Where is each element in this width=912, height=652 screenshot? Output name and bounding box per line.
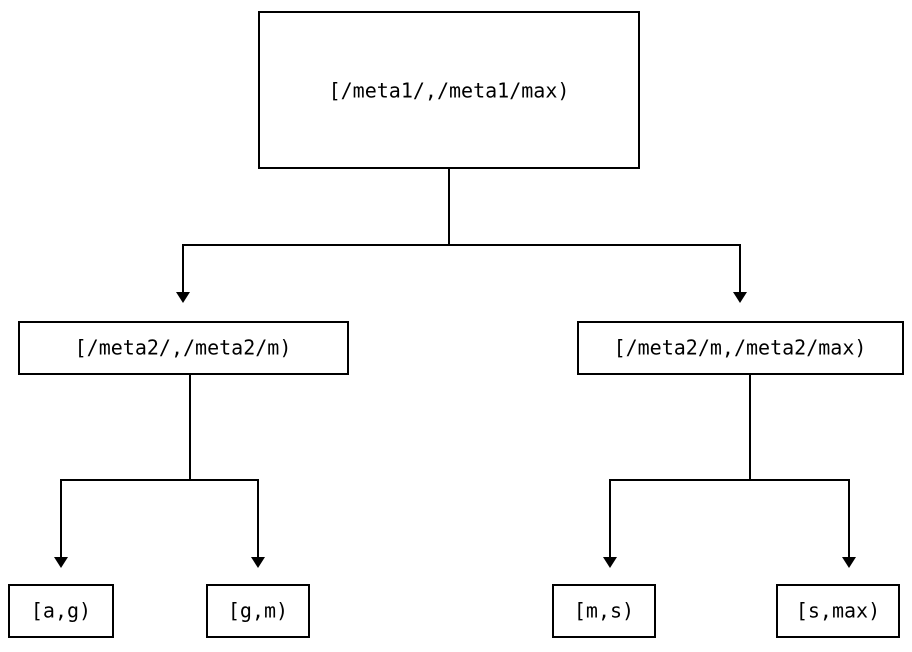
node-mid-right-label: [/meta2/m,/meta2/max)	[614, 336, 867, 360]
arrowhead-leaf-1-icon	[54, 557, 68, 568]
edge-root-to-mid-left	[176, 168, 450, 303]
edge-root-mid-left-path	[182, 168, 450, 292]
node-root-label: [/meta1/,/meta1/max)	[329, 79, 570, 103]
edge-mid-left-to-leaf-1	[54, 374, 191, 568]
edge-mid-right-to-leaf-4	[750, 479, 856, 568]
node-leaf-4[interactable]: [s,max)	[776, 584, 900, 638]
node-leaf-2-label: [g,m)	[228, 599, 288, 623]
node-leaf-3-label: [m,s)	[574, 599, 634, 623]
arrowhead-leaf-3-icon	[603, 557, 617, 568]
arrowhead-leaf-4-icon	[842, 557, 856, 568]
node-mid-left-box[interactable]	[18, 321, 349, 375]
edge-mid-left-to-leaf-2	[190, 479, 265, 568]
node-leaf-3-box[interactable]	[552, 584, 656, 638]
node-mid-left-label: [/meta2/,/meta2/m)	[75, 336, 292, 360]
edge-root-to-mid-right	[449, 244, 747, 303]
node-leaf-4-label: [s,max)	[796, 599, 880, 623]
arrowhead-mid-left-icon	[176, 292, 190, 303]
node-leaf-1[interactable]: [a,g)	[8, 584, 114, 638]
node-leaf-4-box[interactable]	[776, 584, 900, 638]
edge-mid-right-leaf-3-path	[609, 374, 751, 557]
node-leaf-3[interactable]: [m,s)	[552, 584, 656, 638]
edge-root-mid-right-path	[449, 244, 741, 292]
node-leaf-2-box[interactable]	[206, 584, 310, 638]
node-mid-left[interactable]: [/meta2/,/meta2/m)	[18, 321, 349, 375]
node-leaf-1-box[interactable]	[8, 584, 114, 638]
node-mid-right-box[interactable]	[577, 321, 904, 375]
edge-mid-left-leaf-2-path	[190, 479, 259, 557]
arrowhead-leaf-2-icon	[251, 557, 265, 568]
node-mid-right[interactable]: [/meta2/m,/meta2/max)	[577, 321, 904, 375]
node-root[interactable]: [/meta1/,/meta1/max)	[258, 11, 640, 169]
edge-mid-right-to-leaf-3	[603, 374, 751, 568]
node-leaf-2[interactable]: [g,m)	[206, 584, 310, 638]
node-leaf-1-label: [a,g)	[31, 599, 91, 623]
node-root-box[interactable]	[258, 11, 640, 169]
edge-mid-left-leaf-1-path	[60, 374, 191, 557]
arrowhead-mid-right-icon	[733, 292, 747, 303]
edge-mid-right-leaf-4-path	[750, 479, 850, 557]
